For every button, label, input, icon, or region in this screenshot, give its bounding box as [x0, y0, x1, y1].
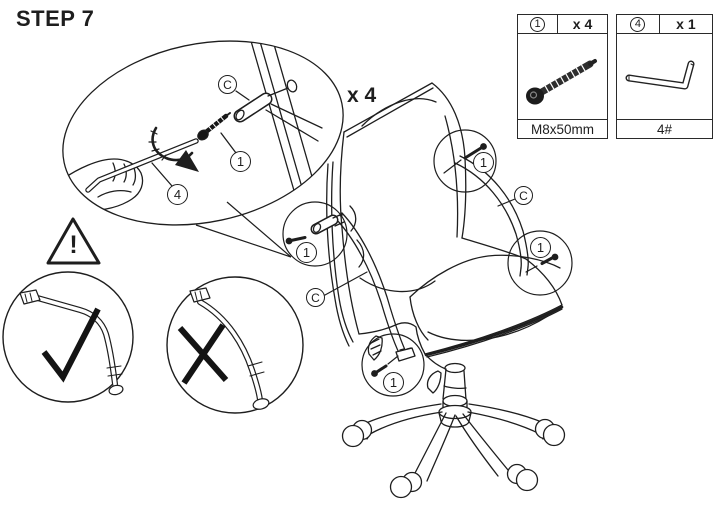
warning-exclamation: !: [69, 230, 78, 259]
legend-quantity: x 4: [572, 16, 593, 32]
callout-label-screw-top-right: 1: [473, 152, 494, 173]
legend-part-image: [518, 34, 607, 119]
armrest-correct: [19, 289, 124, 396]
bubble-pointer-wedge: [195, 201, 292, 258]
legend-spec: M8x50mm: [518, 119, 607, 138]
legend-box-allen-key: 4 x 1 4#: [616, 14, 713, 139]
part-number-badge: 4: [630, 16, 646, 32]
callout-label-allen-key: 4: [167, 184, 188, 205]
leader-line: [497, 198, 516, 207]
bubble-quantity-label: x 4: [347, 84, 377, 107]
cross-icon: [177, 323, 229, 385]
left-armrest: [310, 212, 416, 362]
bubble-bolt: [197, 112, 231, 141]
callout-label-armrest-right: C: [514, 186, 533, 205]
allen-key: [85, 138, 199, 193]
callout-screw-right: [507, 230, 573, 296]
armrest-incorrect: [189, 287, 270, 410]
leader-line: [324, 271, 368, 296]
legend-part-id-cell: 1: [518, 15, 559, 33]
legend-box-bolt: 1 x 4 M8x50mm: [517, 14, 608, 139]
legend-part-id-cell: 4: [617, 15, 660, 33]
screw-callouts: [282, 129, 573, 397]
chair-seat: [358, 237, 564, 358]
callout-label-armrest-bubble: C: [218, 75, 237, 94]
detail-bubble: [59, 33, 344, 226]
armrest-socket: [233, 87, 323, 142]
callout-label-armrest-left: C: [306, 288, 325, 307]
part-number-badge: 1: [530, 16, 546, 32]
check-icon: [41, 307, 101, 383]
bubble-frame: [250, 33, 320, 209]
callout-screw-left: [282, 201, 348, 267]
callout-label-screw-bottom-left: 1: [383, 372, 404, 393]
incorrect-orientation-circle: [166, 276, 304, 414]
chair-backrest: [326, 82, 467, 347]
leader-line: [235, 90, 250, 101]
warning-triangle-icon: [46, 217, 101, 265]
bolt-icon: [526, 58, 597, 104]
callout-label-screw-left: 1: [296, 242, 317, 263]
step-title: STEP 7: [16, 6, 95, 31]
leader-line: [220, 132, 237, 154]
callout-label-screw-right: 1: [530, 237, 551, 258]
allen-key-icon: [625, 60, 695, 89]
callout-label-bolt-bubble: 1: [230, 151, 251, 172]
chair-base: [341, 394, 566, 499]
gas-lift: [424, 353, 467, 401]
callout-screw-bottom-left: [361, 333, 425, 397]
legend-header: 1 x 4: [518, 15, 607, 34]
legend-part-image: [617, 34, 712, 119]
legend-quantity: x 1: [676, 16, 696, 32]
legend-spec: 4#: [617, 119, 712, 138]
chair-illustration: [310, 82, 566, 499]
tilt-lever-right: [426, 370, 442, 394]
leader-line: [151, 162, 173, 187]
callout-screw-top-right: [433, 129, 497, 193]
legend-header: 4 x 1: [617, 15, 712, 34]
rotation-arrow-icon: [148, 126, 199, 172]
correct-orientation-circle: [2, 271, 134, 403]
